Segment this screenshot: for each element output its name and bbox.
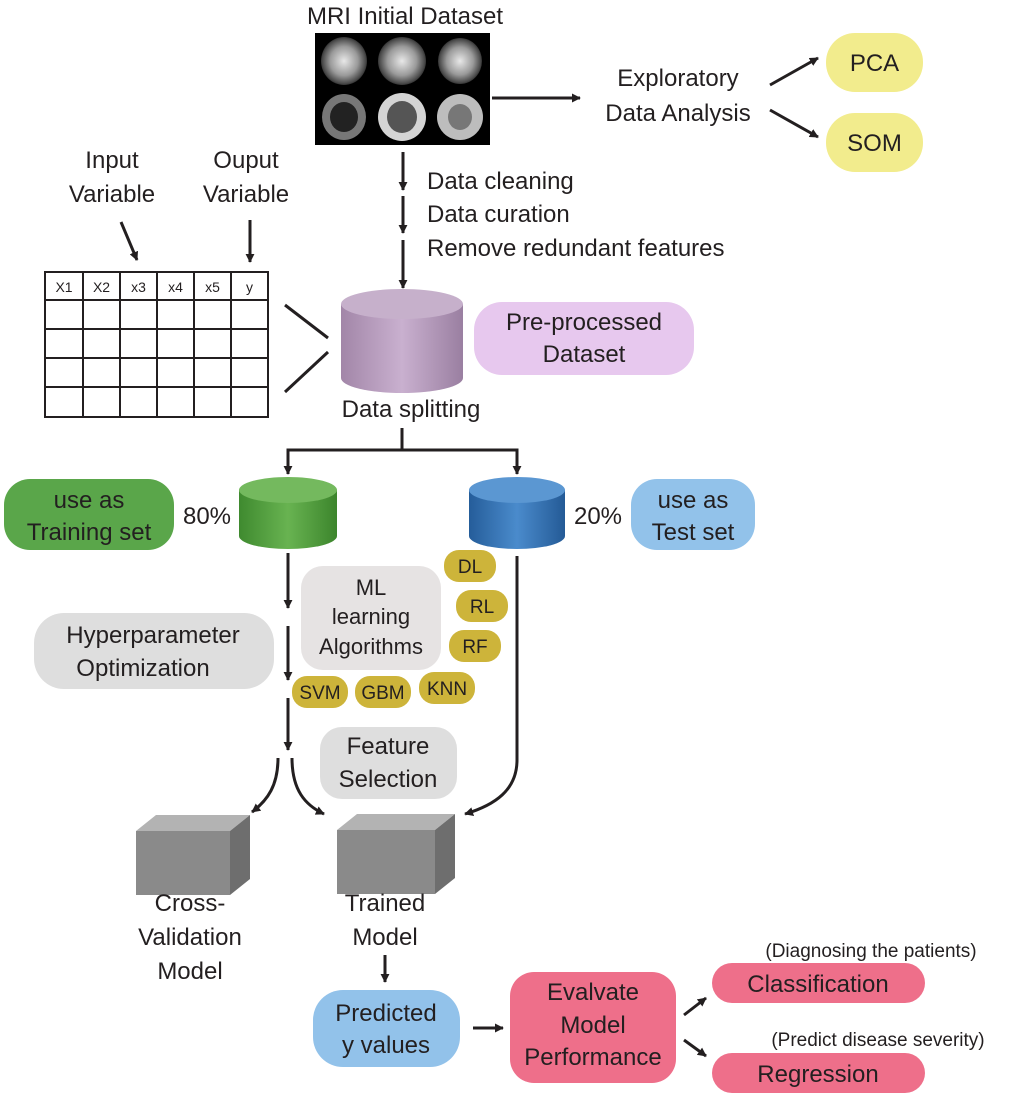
eda-label-line1: Exploratory xyxy=(617,65,738,92)
input-variable-line2: Variable xyxy=(69,181,155,208)
algorithm-dl: DL xyxy=(458,557,482,578)
ml-algorithms-pill xyxy=(301,566,441,670)
classification-pill xyxy=(712,963,925,1003)
algorithm-svm-pill xyxy=(292,676,348,708)
table-header-cell: X1 xyxy=(55,279,72,295)
preprocessed-line2: Dataset xyxy=(543,341,626,368)
evaluate-line3: Performance xyxy=(524,1044,661,1071)
som-label: SOM xyxy=(847,130,902,157)
arrow-to-classification xyxy=(683,996,707,1017)
predicted-line2: y values xyxy=(342,1032,430,1059)
hyperparameter-line1: Hyperparameter xyxy=(66,622,239,649)
test-line2: Test set xyxy=(652,519,735,546)
algorithm-gbm: GBM xyxy=(361,683,404,704)
table-connector-bottom xyxy=(283,350,330,394)
feature-line2: Selection xyxy=(339,766,438,793)
training-set-pill xyxy=(4,479,174,550)
output-variable-line2: Variable xyxy=(203,181,289,208)
arrow-to-trained-model xyxy=(290,757,325,816)
training-line2: Training set xyxy=(27,519,152,546)
classification-label: Classification xyxy=(747,971,888,998)
algorithm-gbm-pill xyxy=(355,676,411,708)
data-splitting-label: Data splitting xyxy=(342,396,481,423)
table-header-cell: x4 xyxy=(168,279,183,295)
algorithm-knn: KNN xyxy=(427,679,467,700)
eda-label-line2: Data Analysis xyxy=(605,100,750,127)
evaluate-pill xyxy=(510,972,676,1083)
regression-note: (Predict disease severity) xyxy=(771,1030,984,1051)
evaluate-line1: Evalvate xyxy=(547,979,639,1006)
classification-note: (Diagnosing the patients) xyxy=(765,941,976,962)
test-percent: 20% xyxy=(574,503,622,530)
cv-line3: Model xyxy=(157,958,222,985)
pca-label: PCA xyxy=(850,50,899,77)
table-connector-top xyxy=(284,303,329,340)
algorithm-knn-pill xyxy=(419,672,475,704)
arrow-to-training xyxy=(283,428,404,475)
regression-pill xyxy=(712,1053,925,1093)
test-line1: use as xyxy=(658,487,729,514)
algorithm-rf-pill xyxy=(449,630,501,662)
ml-line2: learning xyxy=(332,604,410,629)
feature-line1: Feature xyxy=(347,733,430,760)
input-variable-line1: Input xyxy=(85,147,139,174)
brain-scan-icon xyxy=(375,91,430,143)
algorithm-svm: SVM xyxy=(299,683,340,704)
brain-scan-icon xyxy=(317,35,372,88)
mri-image-grid xyxy=(315,33,490,145)
table-header-cell: x5 xyxy=(205,279,220,295)
preprocessed-pill xyxy=(474,302,694,375)
mri-title: MRI Initial Dataset xyxy=(307,3,503,30)
evaluate-line2: Model xyxy=(560,1012,625,1039)
cleaning-step-1: Data cleaning xyxy=(427,168,574,195)
training-set-cylinder xyxy=(239,477,337,549)
preprocessed-line1: Pre-processed xyxy=(506,309,662,336)
trained-line2: Model xyxy=(352,924,417,951)
training-percent: 80% xyxy=(183,503,231,530)
brain-scan-icon xyxy=(317,91,372,143)
arrow-to-test xyxy=(402,448,522,475)
test-set-cylinder xyxy=(469,477,565,549)
arrow-to-cv-model xyxy=(251,757,280,814)
hyperparameter-line2: Optimization xyxy=(76,655,209,682)
arrow-to-som xyxy=(769,108,819,139)
trained-line1: Trained xyxy=(345,890,425,917)
brain-scan-icon xyxy=(433,35,488,88)
training-line1: use as xyxy=(54,487,125,514)
preprocessed-dataset-cylinder xyxy=(341,289,463,393)
predicted-pill xyxy=(313,990,460,1067)
algorithm-rf: RF xyxy=(462,637,487,658)
regression-label: Regression xyxy=(757,1061,878,1088)
algorithm-rl: RL xyxy=(470,597,494,618)
arrow-input-variable xyxy=(119,221,139,261)
predicted-line1: Predicted xyxy=(335,1000,436,1027)
output-variable-line1: Ouput xyxy=(213,147,279,174)
hyperparameter-pill xyxy=(34,613,274,689)
algorithm-dl-pill xyxy=(444,550,496,582)
brain-scan-icon xyxy=(433,91,488,143)
ml-line1: ML xyxy=(356,575,387,600)
test-set-pill xyxy=(631,479,755,550)
brain-scan-icon xyxy=(375,35,430,88)
table-header-cell: y xyxy=(246,279,253,295)
cleaning-step-3: Remove redundant features xyxy=(427,235,725,262)
variable-table xyxy=(44,271,269,418)
table-header-cell: X2 xyxy=(93,279,110,295)
cleaning-step-2: Data curation xyxy=(427,201,570,228)
pca-pill xyxy=(826,33,923,92)
ml-line3: Algorithms xyxy=(319,634,423,659)
feature-selection-pill xyxy=(320,727,457,799)
table-header-cell: x3 xyxy=(131,279,146,295)
arrow-to-pca xyxy=(769,56,819,87)
arrow-to-regression xyxy=(683,1038,707,1058)
cv-line2: Validation xyxy=(138,924,242,951)
trained-model-box xyxy=(337,814,455,894)
algorithm-rl-pill xyxy=(456,590,508,622)
arrow-test-to-trained-model xyxy=(464,556,519,816)
som-pill xyxy=(826,113,923,172)
cv-model-box xyxy=(136,815,250,895)
cv-line1: Cross- xyxy=(155,890,226,917)
